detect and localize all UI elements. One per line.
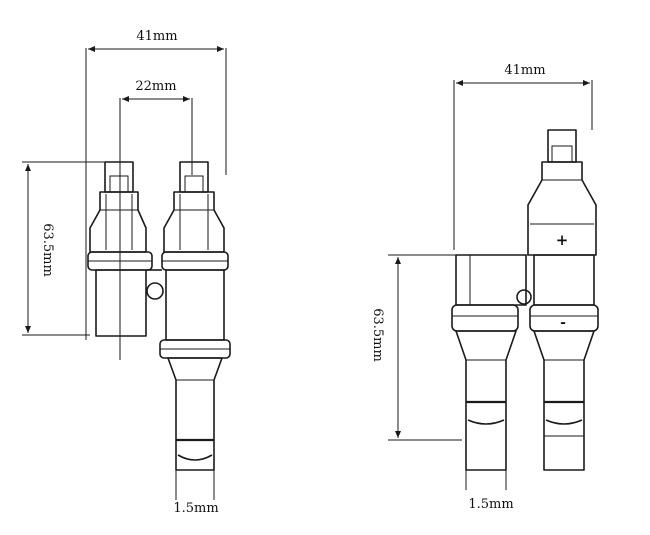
- left-dim-63: 63.5mm: [22, 161, 112, 336]
- right-pin-label: 1.5mm: [468, 497, 513, 512]
- right-connector-drawing: 41mm 63.5mm +: [370, 63, 599, 512]
- plus-mark: +: [556, 231, 569, 249]
- right-connector-body: + -: [451, 129, 599, 490]
- left-width-outer-label: 41mm: [136, 29, 177, 44]
- right-dim-63: 63.5mm: [370, 254, 462, 441]
- minus-mark: -: [560, 315, 566, 331]
- left-pin-label: 1.5mm: [173, 501, 218, 516]
- right-width-outer-label: 41mm: [504, 63, 545, 78]
- left-dim-22: 22mm: [119, 79, 193, 360]
- right-height-label: 63.5mm: [370, 308, 385, 362]
- left-width-inner-label: 22mm: [135, 79, 176, 94]
- right-dim-41: 41mm: [453, 63, 593, 250]
- left-height-label: 63.5mm: [40, 223, 55, 277]
- left-dim-41: 41mm: [85, 29, 227, 340]
- left-connector-drawing: 41mm 22mm 63.5mm: [22, 29, 231, 516]
- left-connector-body: [87, 161, 231, 500]
